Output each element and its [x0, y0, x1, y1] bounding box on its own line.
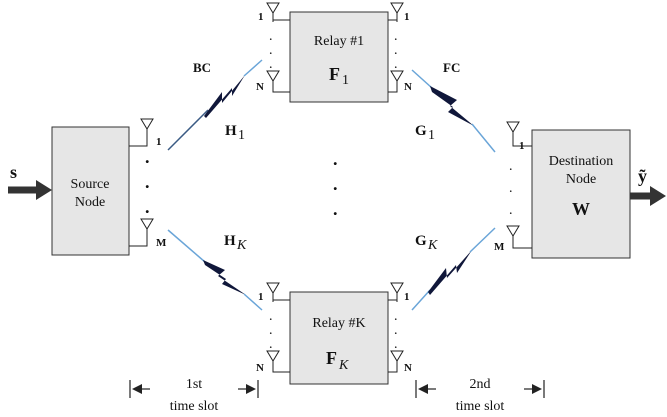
relay-1-antenna-right-n-label: N — [404, 81, 412, 93]
first-time-slot-line1: 1st — [186, 377, 202, 392]
source-node-box — [51, 126, 130, 256]
source-antenna-1-label: 1 — [156, 136, 162, 148]
source-node-label-line2: Node — [75, 195, 105, 210]
second-time-slot-line2: time slot — [456, 399, 505, 414]
relay-1-matrix-subscript: 1 — [342, 73, 349, 88]
relay-k-antenna-left-n-label: N — [256, 362, 264, 374]
relay-1-antenna-right-n — [388, 70, 404, 93]
destination-antenna-m — [506, 225, 532, 249]
relay-1-antenna-left-dot: . — [269, 57, 273, 72]
relay-k-antenna-right-n — [388, 350, 404, 373]
input-symbol: s — [10, 162, 17, 182]
channel-gk-subscript: K — [427, 238, 438, 253]
destination-antenna-1-label: 1 — [519, 140, 525, 152]
source-antenna-dot: . — [145, 197, 150, 217]
relay-k-antenna-left-dot: . — [269, 323, 273, 338]
relay-1-antenna-left-1-label: 1 — [258, 11, 264, 23]
relay-k-matrix-subscript: K — [338, 358, 349, 373]
channel-gk-label: G — [415, 233, 427, 249]
relay-k-antenna-left-n — [266, 350, 290, 373]
relay-k-antenna-left-dot: . — [269, 309, 273, 324]
relay-1-antenna-left-1 — [266, 2, 290, 23]
relay-1-title: Relay #1 — [314, 34, 364, 49]
destination-node-label-line1: Destination — [549, 154, 614, 169]
relay-1-antenna-right-1 — [388, 2, 404, 23]
relay-k-box — [289, 291, 389, 385]
relay-1-matrix: F — [329, 64, 340, 84]
relay-ellipsis-dot: . — [333, 199, 338, 219]
relay-k-antenna-right-dot: . — [394, 309, 398, 324]
source-antenna-m-label: M — [156, 237, 167, 249]
output-symbol: ỹ — [638, 166, 647, 186]
source-antenna-dot: . — [145, 172, 150, 192]
relay-1-box — [289, 11, 389, 103]
input-arrow — [8, 180, 52, 200]
relay-1-antenna-left-dot: . — [269, 29, 273, 44]
second-time-slot-bracket — [415, 380, 545, 398]
source-node-label-line1: Source — [71, 177, 110, 192]
source-antenna-m — [129, 218, 154, 247]
output-arrow — [630, 186, 666, 206]
relay-1-antenna-right-dot: . — [394, 43, 398, 58]
second-time-slot-line1: 2nd — [470, 377, 491, 392]
channel-hk-label: H — [224, 233, 236, 249]
destination-antenna-m-label: M — [494, 241, 505, 253]
channel-hk-subscript: K — [236, 238, 247, 253]
channel-h1-subscript: 1 — [238, 128, 245, 143]
relay-k-antenna-right-n-label: N — [404, 362, 412, 374]
relay-ellipsis-dot: . — [333, 149, 338, 169]
channel-h1-link — [167, 59, 263, 151]
forward-channel-label: FC — [443, 60, 460, 75]
relay-k-antenna-left-1-label: 1 — [258, 291, 264, 303]
destination-antenna-dot: . — [509, 159, 513, 174]
destination-antenna-dot: . — [509, 181, 513, 196]
channel-hk-link — [167, 229, 263, 311]
broadcast-channel-label: BC — [193, 60, 211, 75]
channel-h1-label: H — [225, 123, 237, 139]
destination-antenna-1 — [506, 121, 532, 147]
relay-k-antenna-right-1-label: 1 — [404, 291, 410, 303]
relay-k-antenna-right-dot: . — [394, 323, 398, 338]
relay-k-antenna-right-dot: . — [394, 337, 398, 352]
relay-1-antenna-right-dot: . — [394, 57, 398, 72]
relay-k-title: Relay #K — [312, 316, 365, 331]
relay-1-antenna-right-1-label: 1 — [404, 11, 410, 23]
channel-gk-link — [411, 227, 496, 311]
first-time-slot-bracket — [129, 380, 259, 398]
relay-ellipsis-dot: . — [333, 174, 338, 194]
relay-1-antenna-right-dot: . — [394, 29, 398, 44]
destination-node-label-line2: Node — [566, 172, 596, 187]
channel-g1-link — [411, 69, 496, 153]
relay-k-antenna-left-1 — [266, 282, 290, 303]
destination-node-box — [531, 129, 631, 259]
destination-antenna-dot: . — [509, 203, 513, 218]
source-antenna-1 — [129, 118, 154, 147]
relay-k-antenna-right-1 — [388, 282, 404, 303]
first-time-slot-line2: time slot — [170, 399, 219, 414]
relay-k-matrix: F — [326, 348, 337, 368]
source-antenna-dot: . — [145, 147, 150, 167]
destination-node-matrix: W — [572, 199, 590, 219]
channel-g1-subscript: 1 — [428, 128, 435, 143]
relay-1-antenna-left-n-label: N — [256, 81, 264, 93]
channel-g1-label: G — [415, 123, 427, 139]
relay-1-antenna-left-dot: . — [269, 43, 273, 58]
relay-k-antenna-left-dot: . — [269, 337, 273, 352]
relay-1-antenna-left-n — [266, 70, 290, 93]
